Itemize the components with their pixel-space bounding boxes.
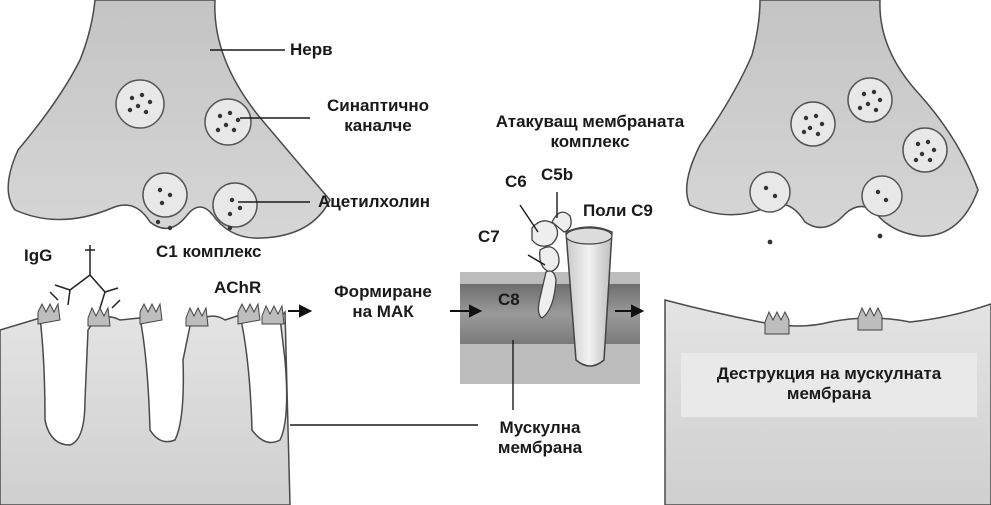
- label-c6: C6: [505, 172, 527, 192]
- label-igg: IgG: [24, 246, 52, 266]
- left-achr-receptors: [38, 304, 284, 326]
- label-destruction-line1: Деструкция на мускулната: [681, 364, 977, 384]
- label-synaptic-vesicle-line2: каналче: [318, 116, 438, 136]
- label-muscle-membrane-line2: мембрана: [480, 438, 600, 458]
- label-destruction-line2: мембрана: [681, 384, 977, 404]
- label-c8: C8: [498, 290, 520, 310]
- label-achr: AChR: [214, 278, 261, 298]
- label-synaptic-vesicle-line1: Синаптично: [318, 96, 438, 116]
- igg-c1-complex: [50, 245, 120, 308]
- label-c1-complex: C1 комплекс: [156, 242, 262, 262]
- label-mac-formation: Формиране на МАК: [318, 282, 448, 322]
- label-mac-line2: комплекс: [470, 132, 710, 152]
- label-mac-formation-line1: Формиране: [318, 282, 448, 302]
- label-c7: C7: [478, 227, 500, 247]
- label-synaptic-vesicle: Синаптично каналче: [318, 96, 438, 136]
- label-poly-c9: Поли C9: [583, 201, 653, 221]
- pore-rim: [566, 228, 612, 244]
- label-acetylcholine: Ацетилхолин: [318, 192, 430, 212]
- label-mac: Атакуващ мембраната комплекс: [470, 112, 710, 152]
- label-muscle-membrane-line1: Мускулна: [480, 418, 600, 438]
- left-muscle-folds: [0, 312, 290, 505]
- label-muscle-membrane: Мускулна мембрана: [480, 418, 600, 458]
- label-nerve: Нерв: [290, 40, 333, 60]
- label-membrane-destruction: Деструкция на мускулната мембрана: [681, 364, 977, 404]
- label-mac-line1: Атакуващ мембраната: [470, 112, 710, 132]
- label-c5b: C5b: [541, 165, 573, 185]
- label-mac-formation-line2: на МАК: [318, 302, 448, 322]
